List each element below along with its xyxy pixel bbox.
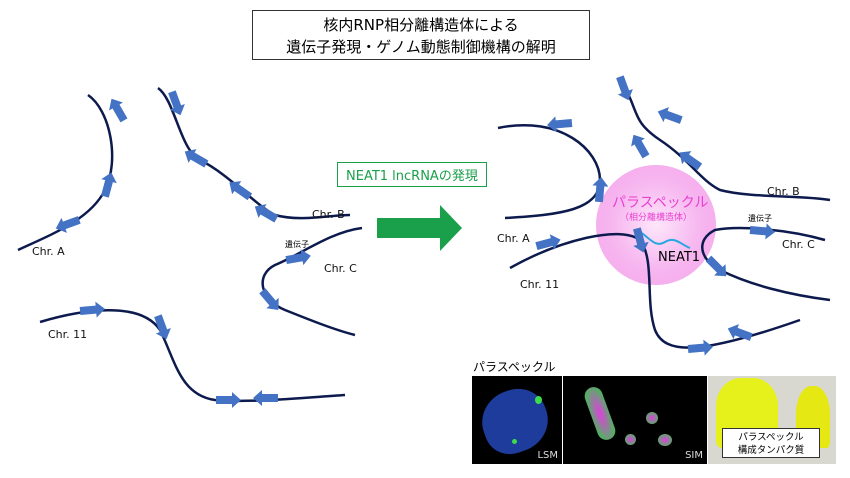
- chr-11-label-right: Chr. 11: [520, 278, 560, 291]
- gene-arrow-icon: [702, 252, 732, 282]
- neat1-label: NEAT1: [658, 250, 701, 265]
- chr-b-label: Chr. B: [312, 208, 345, 221]
- chr-c-label: Chr. C: [324, 262, 357, 275]
- gene-label: 遺伝子: [285, 240, 309, 249]
- page-title: 核内RNP相分離構造体による 遺伝子発現・ゲノム動態制御機構の解明: [252, 10, 590, 60]
- gene-arrow-icon: [97, 170, 120, 199]
- gene-arrow-icon: [180, 144, 211, 171]
- gene-arrow-icon: [79, 300, 106, 320]
- gene-arrow-icon: [687, 338, 714, 358]
- gene-arrow-icon: [216, 392, 241, 408]
- paraspeckle-sublabel: （相分離構造体）: [620, 213, 693, 223]
- paraspeckle-body: [596, 165, 716, 285]
- chr-a-label-right: Chr. A: [497, 232, 530, 245]
- chr-c-left: [261, 226, 363, 337]
- title-line-1: 核内RNP相分離構造体による: [323, 16, 519, 34]
- model-caption-line2: 構成タンパク質: [737, 445, 805, 456]
- gene-label-right: 遺伝子: [748, 214, 772, 223]
- paraspeckle-label: パラスペックル: [612, 195, 709, 211]
- gene-arrow-icon: [655, 104, 685, 128]
- gene-arrow-icon: [749, 221, 776, 241]
- gene-arrow-icon: [674, 145, 705, 174]
- chr-c-label-right: Chr. C: [782, 238, 815, 251]
- gene-arrow-icon: [253, 390, 278, 406]
- sim-image: SIM: [563, 376, 707, 464]
- chr-b-label-right: Chr. B: [767, 185, 800, 198]
- protein-model-photo: パラスペックル 構成タンパク質: [708, 376, 836, 464]
- gene-arrow-icon: [104, 94, 131, 125]
- gene-arrow-icon: [284, 247, 313, 268]
- gene-arrow-icon: [250, 199, 281, 226]
- chr-a-label: Chr. A: [32, 245, 65, 258]
- lsm-label: LSM: [537, 450, 558, 461]
- gene-arrow-icon: [150, 312, 174, 342]
- chr-11-label: Chr. 11: [48, 328, 88, 341]
- gene-arrow-icon: [626, 130, 653, 161]
- neat1-rna: [639, 231, 691, 249]
- micrograph-heading: パラスペックル: [473, 360, 556, 374]
- chr-a-right: [497, 123, 602, 220]
- gene-arrow-icon: [612, 73, 636, 103]
- lsm-image: LSM: [472, 376, 562, 464]
- title-line-2: 遺伝子発現・ゲノム動態制御機構の解明: [286, 38, 556, 56]
- model-caption-line1: パラスペックル: [738, 432, 804, 443]
- left-chromosomes: [17, 86, 363, 403]
- chr-11-left: [39, 309, 346, 403]
- transition-arrow: [377, 205, 462, 251]
- sim-label: SIM: [685, 450, 703, 461]
- chr-b-right: [618, 79, 831, 202]
- neat1-expression-label: NEAT1 lncRNAの発現: [337, 162, 487, 187]
- gene-arrow-icon: [256, 285, 285, 316]
